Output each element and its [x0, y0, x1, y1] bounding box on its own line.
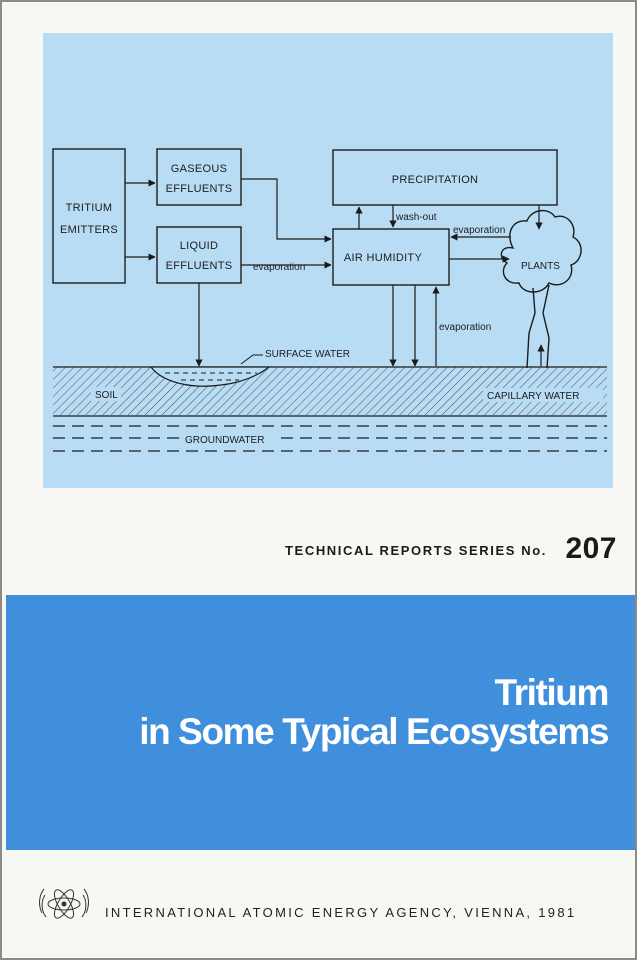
tree-icon: [500, 210, 582, 369]
liquid-effluents-label-2: EFFLUENTS: [166, 260, 233, 272]
evaporation-plants-label: evaporation: [453, 225, 505, 236]
title-line-2: in Some Typical Ecosystems: [139, 711, 609, 752]
title-line-1: Tritium: [494, 672, 609, 713]
diagram-canvas: TRITIUM EMITTERS GASEOUS EFFLUENTS LIQUI…: [52, 148, 607, 452]
iaea-logo-icon: [39, 888, 89, 919]
gaseous-effluents-box: [156, 148, 242, 206]
soil-label: SOIL: [95, 390, 118, 401]
evaporation-soil-label: evaporation: [439, 322, 491, 333]
tritium-emitters-label-2: EMITTERS: [60, 224, 118, 236]
wash-out-label: wash-out: [395, 212, 437, 223]
series-label: TECHNICAL REPORTS SERIES No.: [285, 543, 547, 558]
plants-label: PLANTS: [521, 261, 560, 272]
publisher-footer: INTERNATIONAL ATOMIC ENERGY AGENCY, VIEN…: [34, 879, 614, 929]
surface-water-pond: [149, 366, 271, 387]
gaseous-effluents-label-2: EFFLUENTS: [166, 183, 233, 195]
surface-water-label: SURFACE WATER: [265, 349, 350, 360]
precipitation-box: [332, 149, 558, 206]
series-number: 207: [565, 532, 617, 565]
tritium-emitters-label-1: TRITIUM: [66, 202, 113, 214]
liquid-effluents-label-1: LIQUID: [180, 240, 218, 252]
tritium-emitters-box: [52, 148, 126, 284]
gaseous-effluents-label-1: GASEOUS: [171, 163, 228, 175]
liquid-effluents-box: [156, 226, 242, 284]
groundwater-lines: [53, 425, 607, 452]
tritium-pathway-diagram: TRITIUM EMITTERS GASEOUS EFFLUENTS LIQUI…: [43, 33, 613, 488]
air-humidity-label: AIR HUMIDITY: [344, 252, 423, 264]
publisher-text: INTERNATIONAL ATOMIC ENERGY AGENCY, VIEN…: [105, 905, 577, 920]
air-humidity-box: [332, 228, 450, 286]
precipitation-label: PRECIPITATION: [392, 174, 479, 186]
arrow-gaseous-to-air: [241, 178, 332, 243]
capillary-water-label: CAPILLARY WATER: [487, 391, 579, 402]
title-band: Tritium in Some Typical Ecosystems: [6, 595, 635, 850]
series-heading: TECHNICAL REPORTS SERIES No. 207: [285, 524, 617, 565]
groundwater-label: GROUNDWATER: [185, 435, 264, 446]
evaporation-liquid-label: evaporation: [253, 262, 305, 273]
